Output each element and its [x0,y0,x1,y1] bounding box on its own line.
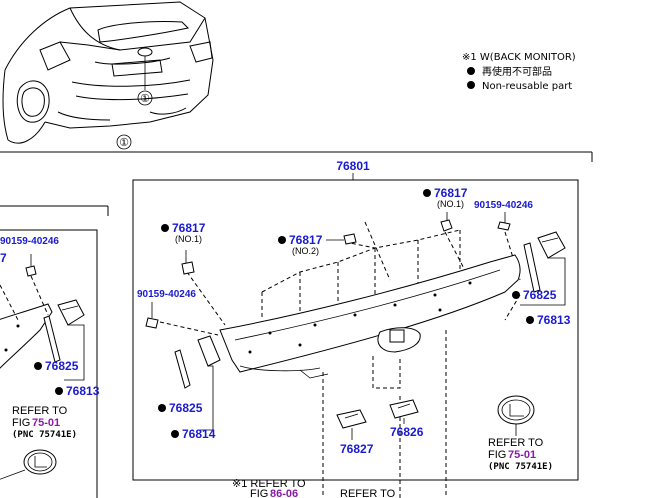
pnc-76826[interactable]: 76826 [390,425,424,439]
callout-circle-lower [116,134,132,150]
callout-circle-upper-label: ① [140,93,150,105]
left-emblem-fig-prefix: FIG [12,417,30,429]
emblem-refer-to: REFER TO [488,437,544,449]
bottom-fig-link[interactable]: 86-06 [270,488,298,498]
pnc-76817-top-sub: (NO.1) [437,199,464,209]
legend-line-2: 再使用不可部品 [482,65,552,78]
emblem-fig-prefix: FIG [488,449,506,461]
pnc-76814-left[interactable]: 76814 [182,427,216,441]
pnc-76825-left[interactable]: 76825 [169,401,203,415]
pnc-90159-left-box[interactable]: 90159-40246 [0,236,59,247]
bottom-refer-to: ※1 REFER TO [232,478,306,490]
callout-circle-upper [137,90,153,106]
emblem-pnc: (PNC 75741E) [488,462,553,472]
pnc-76813-left-box[interactable]: 76813 [66,384,100,398]
pnc-76817-top[interactable]: 76817 [434,186,468,200]
screw-top-right[interactable] [497,212,511,231]
bracket-76827[interactable] [336,409,367,429]
clip-mid[interactable] [326,233,357,245]
legend-bullet-1 [467,67,475,75]
screw-left[interactable] [145,302,159,329]
pnc-76827[interactable]: 76827 [340,442,374,456]
pnc-partial-left[interactable]: 7 [0,251,7,265]
bracket-76826[interactable] [389,399,419,419]
pnc-76825-left-box[interactable]: 76825 [45,359,79,373]
legend-bullet-2 [467,81,475,89]
left-emblem-pnc: (PNC 75741E) [12,430,77,440]
spoiler-garnish-part[interactable] [219,254,521,379]
pnc-76801[interactable]: 76801 [336,159,370,173]
pnc-76817-mid-sub: (NO.2) [292,246,319,256]
callout-circle-lower-label: ① [119,137,129,149]
left-end-bracket[interactable] [174,335,221,389]
right-end-bracket[interactable] [523,231,566,293]
main-assembly-box [132,179,579,481]
legend: ※1 W(BACK MONITOR) 再使用不可部品 Non-reusable … [462,52,576,92]
legend-line-3: Non-reusable part [482,81,572,92]
pnc-76817-left[interactable]: 76817 [172,221,206,235]
left-partial-box [0,205,109,498]
vehicle-rear-illustration [2,1,214,144]
pnc-76813-right[interactable]: 76813 [537,313,571,327]
left-emblem-fig-link[interactable]: 75-01 [32,417,60,429]
clip-top-right[interactable] [440,212,453,232]
legend-line-1: ※1 W(BACK MONITOR) [462,52,576,63]
right-emblem[interactable] [497,395,535,425]
bottom-refer-to-2: REFER TO [340,488,396,498]
bottom-fig-prefix: FIG [250,488,268,498]
emblem-fig-link[interactable]: 75-01 [508,449,536,461]
pnc-76817-mid[interactable]: 76817 [289,233,323,247]
left-emblem-refer-to: REFER TO [12,405,68,417]
pnc-90159-top[interactable]: 90159-40246 [474,200,533,211]
pnc-76817-left-sub: (NO.1) [175,234,202,244]
pnc-90159-left[interactable]: 90159-40246 [137,289,196,300]
clip-left[interactable] [181,250,195,275]
pnc-76825-right[interactable]: 76825 [523,288,557,302]
